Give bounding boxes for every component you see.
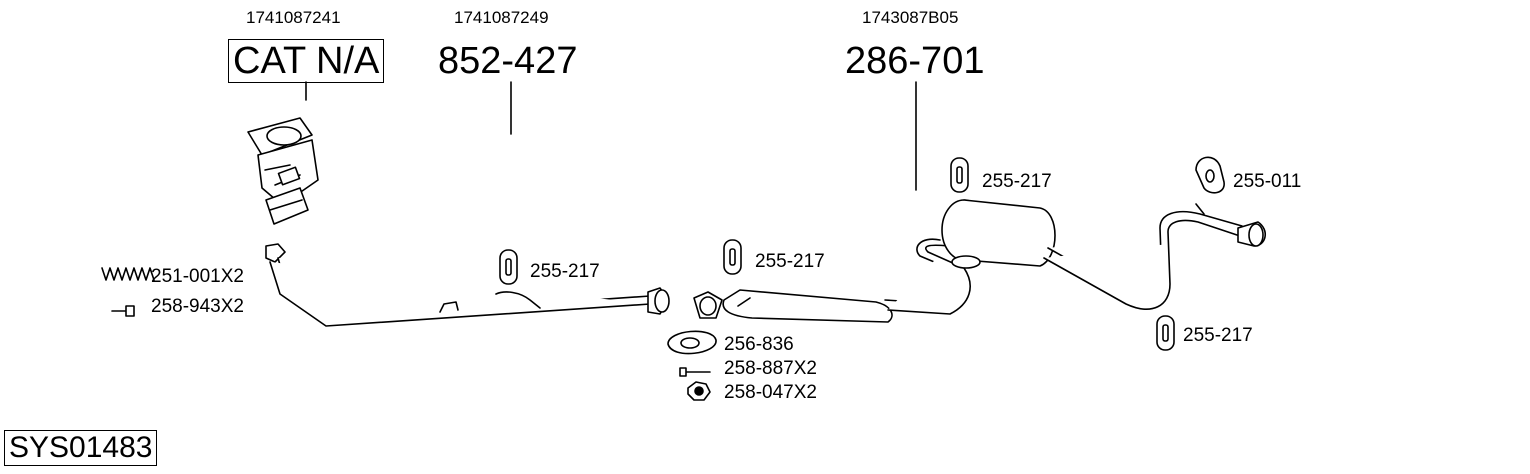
hanger-bottom-icon (1156, 315, 1175, 351)
part-label-852-427[interactable]: 852-427 (438, 40, 578, 82)
intermediate-silencer (722, 238, 971, 323)
flange-joint (693, 291, 723, 319)
part-label-hanger-tail[interactable]: 255-011 (1233, 171, 1302, 192)
hanger-front-icon (499, 249, 518, 285)
oem-number-286-701: 1743087B05 (862, 8, 959, 27)
front-pipe (265, 243, 670, 327)
catalytic-converter (247, 117, 319, 225)
part-label-cat[interactable]: CAT N/A (228, 39, 385, 83)
part-label-286-701[interactable]: 286-701 (845, 40, 985, 82)
part-label-nut[interactable]: 258-047X2 (724, 382, 817, 403)
part-label-hanger-rear[interactable]: 255-217 (982, 171, 1052, 192)
system-code-label: SYS01483 (4, 430, 158, 466)
bolt-mid-icon (679, 367, 711, 377)
part-label-bolt-left[interactable]: 258-943X2 (151, 296, 244, 317)
part-label-bolt-mid[interactable]: 258-887X2 (724, 358, 817, 379)
nut-icon (687, 381, 711, 401)
gasket-icon (667, 330, 717, 355)
spring-icon (101, 267, 155, 281)
hanger-tail-icon (1195, 156, 1225, 194)
part-label-spring[interactable]: 251-001X2 (151, 266, 244, 287)
part-label-gasket[interactable]: 256-836 (724, 334, 794, 355)
hanger-rear-icon (950, 157, 969, 193)
oem-number-cat: 1741087241 (246, 8, 341, 27)
part-label-hanger-mid[interactable]: 255-217 (755, 251, 825, 272)
hanger-mid-icon (723, 239, 742, 275)
rear-silencer (941, 199, 1266, 310)
part-label-hanger-front[interactable]: 255-217 (530, 261, 600, 282)
bolt-left-icon (111, 305, 135, 317)
oem-number-852-427: 1741087249 (454, 8, 549, 27)
part-label-hanger-bottom[interactable]: 255-217 (1183, 325, 1253, 346)
